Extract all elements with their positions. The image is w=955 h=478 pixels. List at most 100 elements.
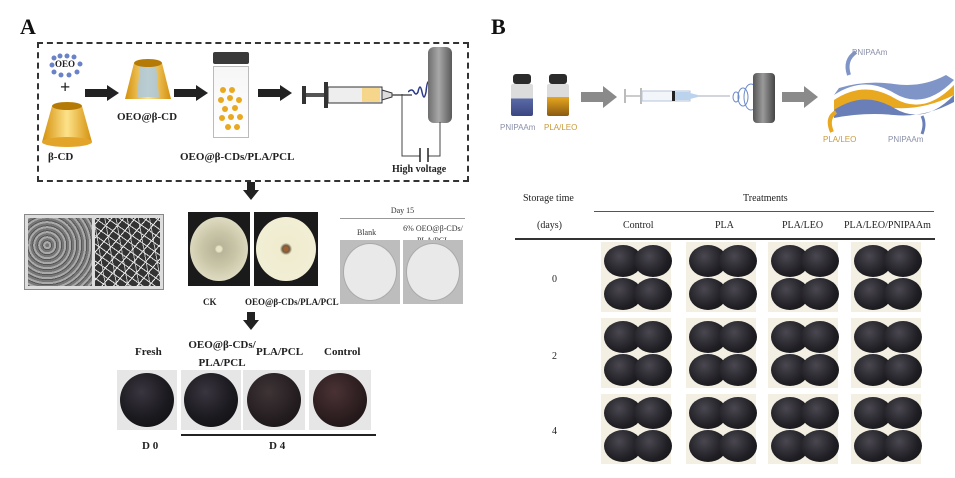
fruit-cell-day0-pla-leo-pnipaam [851, 242, 922, 312]
blackberry [801, 354, 839, 386]
solution-label: OEO@β-CDs/PLA/PCL [180, 151, 295, 163]
layer-label-mid: PLA/LEO [823, 135, 857, 144]
insect-dish-blank [340, 240, 400, 304]
blackberry [719, 321, 757, 353]
fruit-cell-day2-pla [686, 318, 757, 388]
fruit-cell-day4-pla-leo [768, 394, 839, 464]
fruit-cell-day0-control [601, 242, 672, 312]
antifungal-dish-treated [254, 212, 318, 286]
vial-label-pla-leo: PLA/LEO [544, 123, 578, 132]
vial-pla-leo [547, 74, 569, 116]
table-header-treatments: Treatments [743, 193, 788, 204]
blackberry [719, 278, 757, 310]
blackberry [884, 278, 922, 310]
fruit-cell-day2-control [601, 318, 672, 388]
treatments-rule [594, 211, 934, 212]
blackberry [884, 245, 922, 277]
table-header-days: (days) [537, 220, 562, 231]
blackberry [634, 354, 672, 386]
blackberry [719, 430, 757, 462]
blackberry [884, 430, 922, 462]
table-header-storage-time: Storage time [523, 193, 574, 204]
dish-label-treated: OEO@β-CDs/PLA/PCL [245, 297, 339, 307]
insect-test-title: Day 15 [390, 206, 415, 215]
blackberry [801, 245, 839, 277]
fruit-cell-day4-pla [686, 394, 757, 464]
fruit-cell-day2-pla-leo-pnipaam [851, 318, 922, 388]
blackberry [634, 245, 672, 277]
arrow-down-icon [243, 312, 259, 330]
blackberry [884, 354, 922, 386]
arrow-right-icon [258, 85, 292, 101]
circuit-wire [401, 94, 441, 162]
blackberry [801, 321, 839, 353]
fruit-label-control: Control [324, 346, 361, 358]
blackberry [634, 321, 672, 353]
fruit-label-fresh: Fresh [135, 346, 162, 358]
oeo-label: OEO [55, 59, 76, 69]
fruit-cell-day0-pla [686, 242, 757, 312]
fruit-cell-day0-pla-leo [768, 242, 839, 312]
plus-sign: + [60, 77, 71, 97]
sem-image-fibers [95, 218, 160, 286]
panel-b-label: B [491, 14, 506, 39]
arrow-right-icon [782, 86, 818, 108]
high-voltage-label: High voltage [392, 164, 447, 175]
insect-label-blank: Blank [357, 228, 377, 237]
d4-rule [181, 434, 376, 436]
insect-test-rule [340, 218, 465, 219]
fruit-label-pla-pcl: PLA/PCL [256, 346, 304, 358]
layered-membrane-icon [827, 50, 954, 135]
vial-label-pnipaam: PNIPAAm [500, 123, 536, 132]
fruit-cell-day4-control [601, 394, 672, 464]
layer-label-top: PNIPAAm [852, 48, 888, 57]
insect-dish-treated [403, 240, 463, 304]
beta-cd-label: β-CD [48, 151, 74, 163]
blackberry [634, 397, 672, 429]
collector-cylinder [428, 47, 452, 123]
panel-a-label: A [20, 14, 36, 39]
dish-label-ck: CK [203, 297, 217, 307]
layer-label-bottom: PNIPAAm [888, 135, 924, 144]
sem-image-powder [28, 218, 92, 286]
vial-pnipaam [511, 74, 533, 116]
oeo-beta-cd-label: OEO@β-CD [117, 111, 178, 123]
molecule-dots-icon [49, 53, 83, 78]
fruit-photo-control [309, 370, 371, 430]
blackberry [801, 278, 839, 310]
row-label-4: 4 [552, 426, 557, 437]
header-rule [515, 238, 935, 240]
blackberry [634, 430, 672, 462]
fruit-label-oeo: OEO@β-CDs/ PLA/PCL [188, 339, 256, 369]
arrow-right-icon [85, 85, 119, 101]
collector-cylinder [753, 73, 775, 123]
fruit-cell-day2-pla-leo [768, 318, 839, 388]
treatment-header-control: Control [623, 220, 654, 231]
day0-label: D 0 [142, 440, 159, 452]
antifungal-dish-ck [188, 212, 250, 286]
blackberry [884, 321, 922, 353]
row-label-2: 2 [552, 351, 557, 362]
fruit-cell-day4-pla-leo-pnipaam [851, 394, 922, 464]
row-label-0: 0 [552, 274, 557, 285]
particles-icon [218, 87, 243, 130]
syringe-icon [302, 82, 412, 108]
blackberry [719, 354, 757, 386]
arrow-down-icon [243, 182, 259, 200]
oeo-beta-cd-complex-icon [125, 59, 171, 99]
fruit-photo-fresh [117, 370, 177, 430]
syringe-icon [624, 88, 730, 104]
sem-images [24, 214, 164, 290]
treatment-header-pla-leo-pnipaam: PLA/LEO/PNIPAAm [844, 220, 931, 231]
synthesis-box [37, 42, 469, 182]
day4-label: D 4 [269, 440, 286, 452]
blackberry [634, 278, 672, 310]
blackberry [884, 397, 922, 429]
beta-cd-cone-icon [42, 102, 92, 147]
fruit-photo-oeo [181, 370, 241, 430]
treatment-header-pla: PLA [715, 220, 734, 231]
arrow-right-icon [581, 86, 617, 108]
fruit-photo-pla-pcl [243, 370, 305, 430]
arrow-right-icon [174, 85, 208, 101]
blackberry [801, 430, 839, 462]
